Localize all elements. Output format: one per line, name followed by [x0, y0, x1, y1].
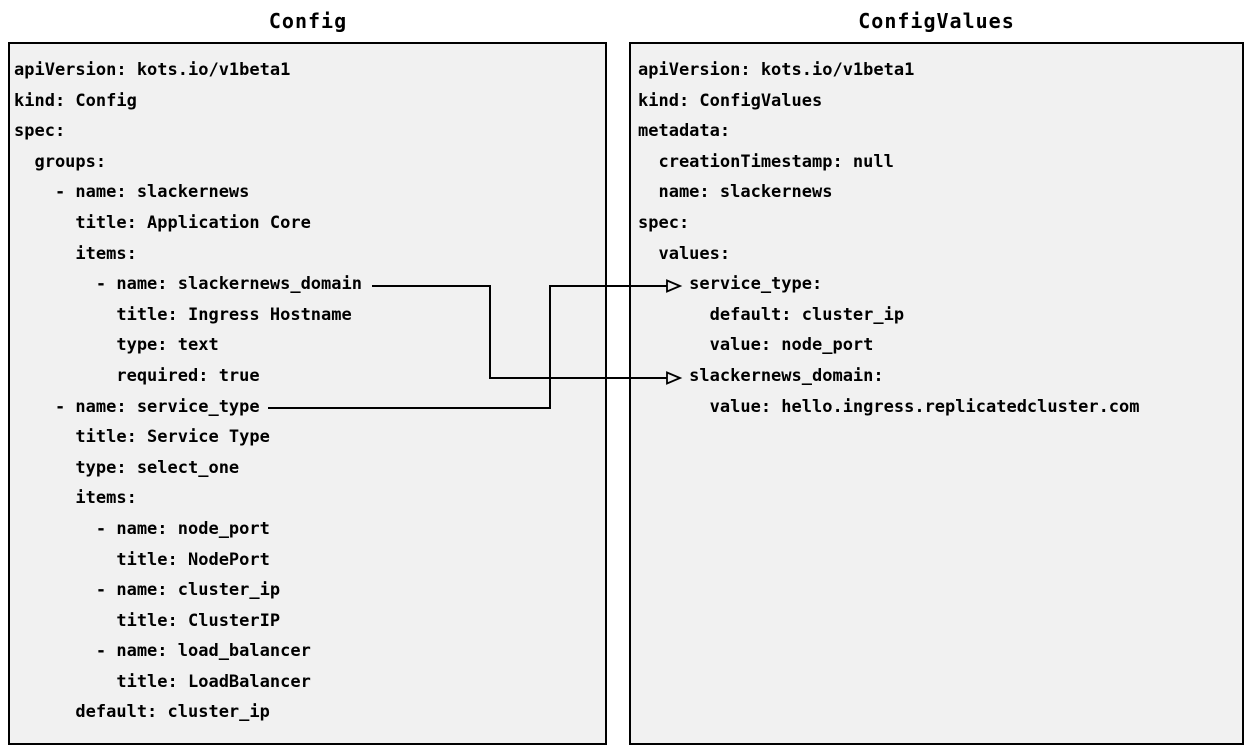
config-panel-title: Config — [268, 9, 348, 33]
configvalues-yaml-code: apiVersion: kots.io/v1beta1 kind: Config… — [638, 60, 1140, 417]
config-yaml-panel: apiVersion: kots.io/v1beta1 kind: Config… — [8, 42, 607, 745]
configvalues-yaml-panel: apiVersion: kots.io/v1beta1 kind: Config… — [629, 42, 1244, 745]
config-yaml-code: apiVersion: kots.io/v1beta1 kind: Config… — [14, 60, 362, 723]
configvalues-panel-title: ConfigValues — [858, 9, 1015, 33]
